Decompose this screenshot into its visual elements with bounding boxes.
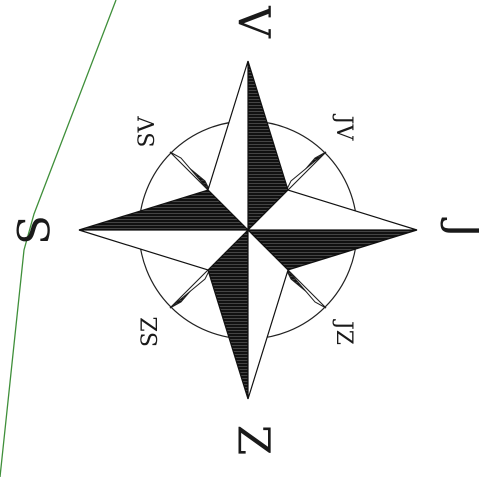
compass-label-north: S bbox=[10, 215, 61, 245]
compass-label-south: J bbox=[439, 217, 479, 239]
compass-label-east: V bbox=[228, 5, 279, 39]
compass-label-ne: SV bbox=[135, 115, 160, 147]
compass-label-se: JV bbox=[331, 114, 356, 142]
cardinal-points bbox=[79, 61, 417, 399]
compass-rose: S V J Z SV JV JZ SZ bbox=[10, 5, 479, 455]
compass-label-sw: JZ bbox=[331, 319, 356, 345]
compass-label-nw: SZ bbox=[138, 317, 163, 347]
compass-label-west: Z bbox=[228, 425, 279, 456]
